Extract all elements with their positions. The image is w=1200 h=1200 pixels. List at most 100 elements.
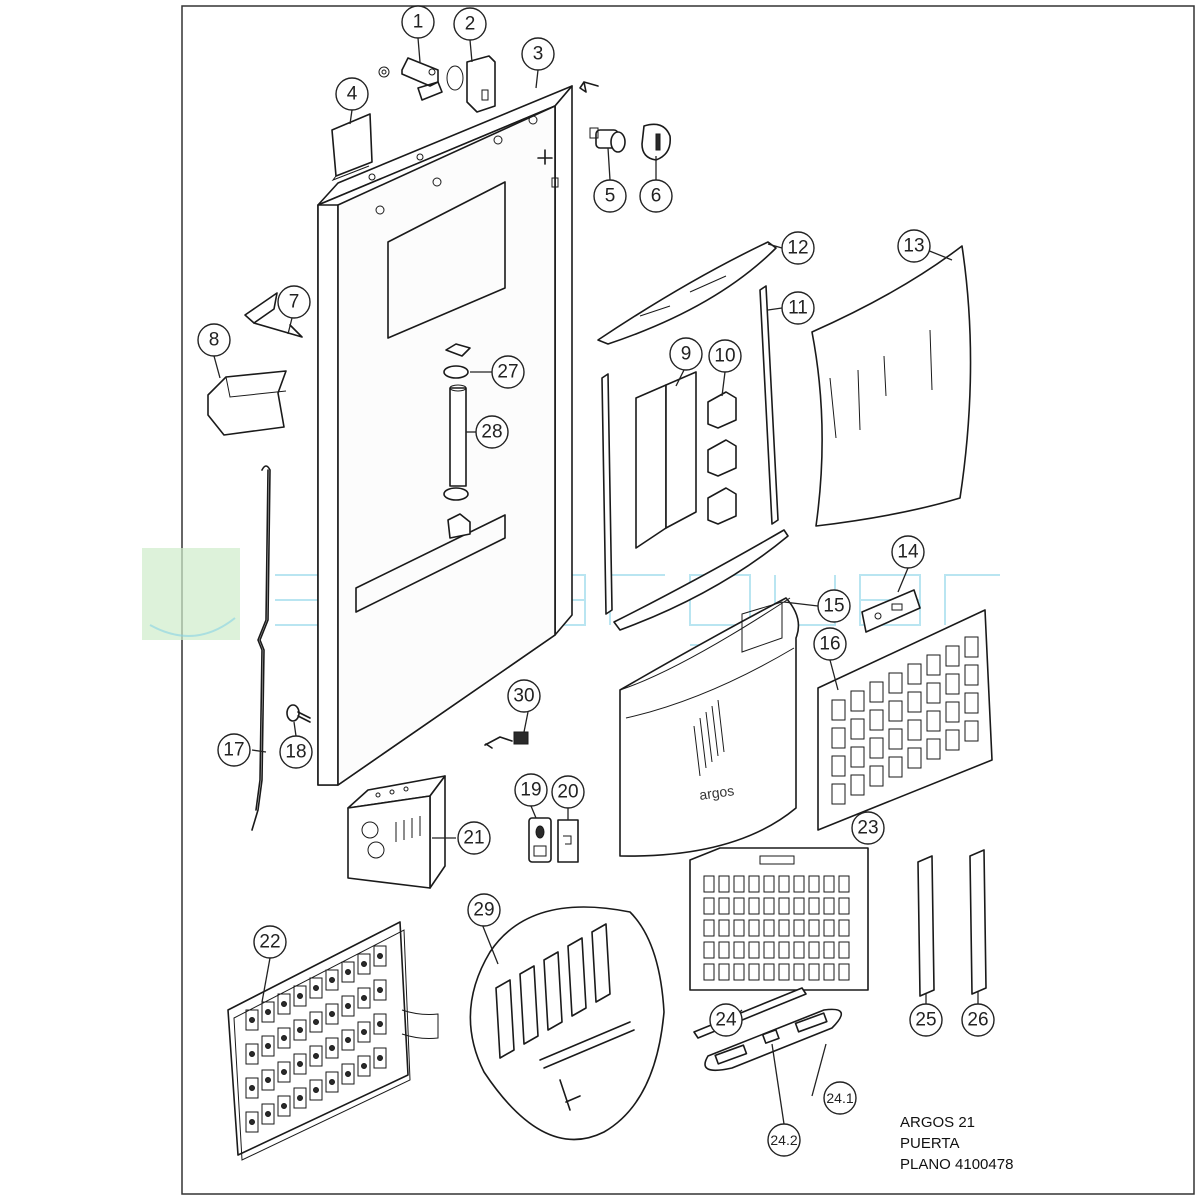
svg-text:20: 20 — [557, 782, 578, 803]
key-dot — [329, 1079, 335, 1085]
key-dot — [361, 995, 367, 1001]
callout-14: 14 — [891, 535, 925, 569]
label-cell — [778, 875, 790, 893]
key-cell — [373, 1047, 387, 1069]
frame-cell — [831, 727, 846, 749]
frame-cell — [926, 654, 941, 676]
leader-lines — [213, 37, 979, 1125]
lock-cover-part-6 — [641, 123, 672, 161]
plate-part-4 — [331, 113, 373, 182]
callout-18: 18 — [279, 735, 313, 769]
key-cell — [245, 1111, 259, 1133]
label-cell — [823, 897, 835, 915]
key-dot — [377, 987, 383, 993]
frame-cell — [964, 636, 979, 658]
key-cell — [277, 1061, 291, 1083]
label-cell — [823, 963, 835, 981]
rail-part-26 — [969, 849, 987, 995]
label-cell — [793, 919, 805, 937]
key-dot — [329, 1045, 335, 1051]
label-cell — [733, 919, 745, 937]
svg-text:18: 18 — [285, 742, 306, 763]
label-cell — [778, 963, 790, 981]
label-cell — [763, 919, 775, 937]
key-cell — [373, 979, 387, 1001]
bezel-brand-text: argos — [698, 782, 735, 803]
callout-27: 27 — [491, 355, 525, 389]
frame-cell — [926, 738, 941, 760]
frame-cell — [964, 692, 979, 714]
svg-text:3: 3 — [533, 44, 544, 65]
svg-text:24: 24 — [715, 1010, 737, 1031]
key-dot — [377, 1021, 383, 1027]
clips-part-10 — [707, 391, 737, 525]
label-cell — [793, 963, 805, 981]
label-cell — [838, 941, 850, 959]
frame-cell — [945, 673, 960, 695]
key-cell — [309, 1079, 323, 1101]
callout-4: 4 — [335, 77, 369, 111]
housing-box-part-21 — [347, 775, 446, 889]
frame-cell — [850, 746, 865, 768]
key-cell — [325, 1037, 339, 1059]
key-dot — [281, 1035, 287, 1041]
frame-cell — [888, 700, 903, 722]
label-cell — [748, 875, 760, 893]
svg-text:8: 8 — [209, 330, 220, 351]
key-cell — [245, 1077, 259, 1099]
key-dot — [281, 1001, 287, 1007]
label-cell — [838, 897, 850, 915]
glass-cover-part-13 — [811, 245, 972, 527]
key-dot — [313, 1053, 319, 1059]
svg-text:24.2: 24.2 — [770, 1132, 797, 1148]
cam-housing-part-2 — [446, 55, 496, 113]
frame-cell — [831, 699, 846, 721]
key-dot — [265, 1009, 271, 1015]
frame-cell — [964, 720, 979, 742]
title-block: ARGOS 21 PUERTA PLANO 4100478 — [900, 1114, 1013, 1173]
svg-text:19: 19 — [520, 780, 541, 801]
side-strip-left — [601, 373, 613, 615]
frame-cell — [869, 765, 884, 787]
label-cell — [823, 919, 835, 937]
front-bezel-part-15: argos — [619, 597, 800, 857]
label-cell — [763, 963, 775, 981]
button-frame-part-16 — [817, 609, 993, 831]
key-dot — [265, 1111, 271, 1117]
key-cell — [341, 1063, 355, 1085]
key-cell — [357, 1021, 371, 1043]
label-cell — [733, 875, 745, 893]
key-dot — [345, 1003, 351, 1009]
key-dot — [265, 1077, 271, 1083]
frame-cell — [850, 690, 865, 712]
label-cell — [718, 897, 730, 915]
key-cell — [245, 1043, 259, 1065]
frame-cell — [964, 664, 979, 686]
key-cell — [357, 953, 371, 975]
side-strip-part-11 — [759, 285, 779, 525]
label-cell — [703, 875, 715, 893]
key-cell — [293, 1053, 307, 1075]
frame-cell — [869, 681, 884, 703]
key-cell — [277, 1027, 291, 1049]
label-cell — [823, 875, 835, 893]
frame-cell — [907, 719, 922, 741]
label-cell — [778, 897, 790, 915]
callout-2: 2 — [453, 7, 487, 41]
bracket-part-1 — [378, 57, 443, 101]
bottom-strip — [613, 529, 789, 631]
key-dot — [297, 1095, 303, 1101]
key-dot — [361, 1029, 367, 1035]
key-dot — [329, 977, 335, 983]
frame-cell — [850, 774, 865, 796]
label-cell — [703, 963, 715, 981]
svg-text:10: 10 — [714, 346, 735, 367]
frame-cell — [869, 737, 884, 759]
key-cell — [341, 995, 355, 1017]
callout-11: 11 — [781, 291, 815, 325]
key-cell — [277, 993, 291, 1015]
key-cell — [261, 1103, 275, 1125]
key-cell — [325, 1003, 339, 1025]
callout-22: 22 — [253, 925, 287, 959]
callout-19: 19 — [514, 773, 548, 807]
